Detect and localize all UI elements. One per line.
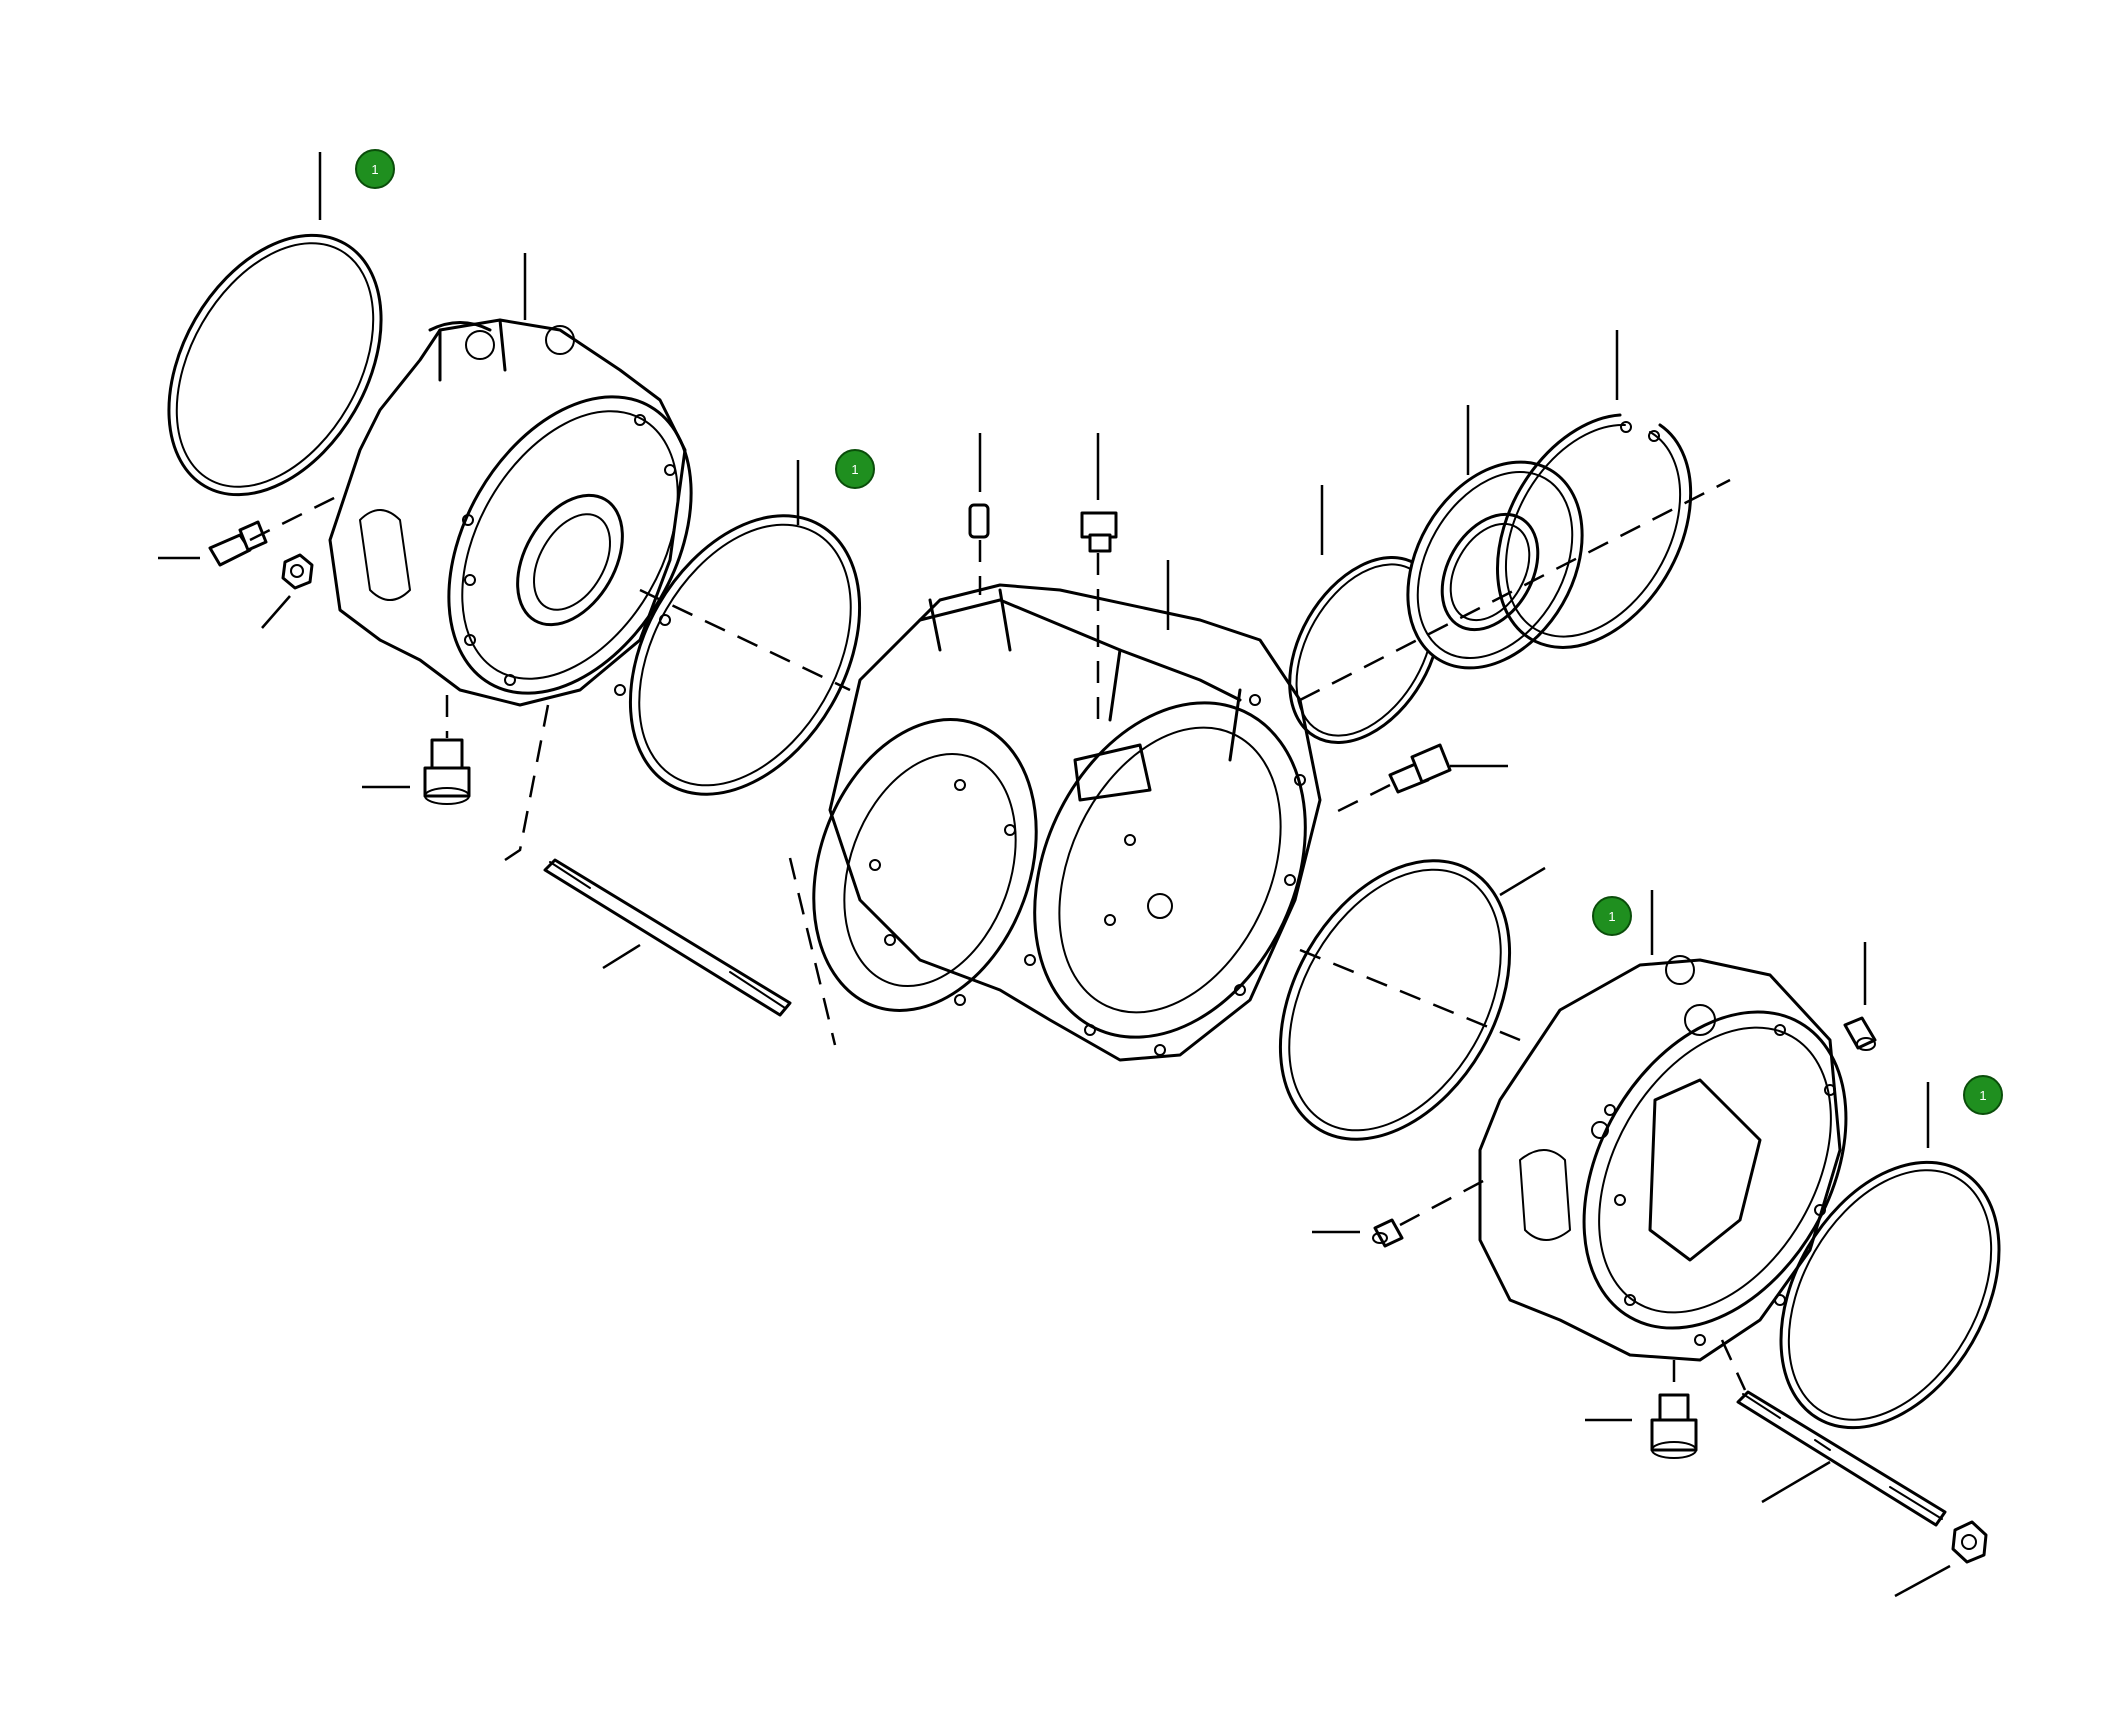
centerline <box>1399 1178 1486 1227</box>
bolt-fitting-left[interactable] <box>208 520 268 567</box>
o-ring-left[interactable] <box>125 198 424 532</box>
centerline <box>639 588 851 692</box>
dowel-pin[interactable] <box>968 503 990 539</box>
set-screw-left[interactable] <box>1372 1218 1404 1248</box>
o-ring-middle[interactable] <box>583 475 906 835</box>
centerline <box>1720 1339 1747 1391</box>
breather-fitting-right[interactable] <box>1388 743 1452 794</box>
callout-badge[interactable]: 1 <box>1963 1075 2003 1115</box>
leader-line <box>261 595 291 629</box>
centerline <box>249 493 341 542</box>
callout-badge[interactable]: 1 <box>355 149 395 189</box>
stud-bolt-right[interactable] <box>1736 1390 1947 1527</box>
breather-plug[interactable] <box>1080 511 1118 553</box>
stud-bolt-left[interactable] <box>543 858 792 1017</box>
callout-label: 1 <box>1979 1087 1987 1103</box>
callout-badge[interactable]: 1 <box>835 449 875 489</box>
callout-label: 1 <box>1608 908 1616 924</box>
callout-label: 1 <box>851 461 859 477</box>
centerline <box>1299 948 1521 1042</box>
centerline <box>788 857 837 1046</box>
o-ring-far-right[interactable] <box>1736 1124 2044 1467</box>
right-housing[interactable] <box>1478 955 1900 1375</box>
snap-ring[interactable] <box>1496 413 1693 649</box>
center-axle-housing[interactable] <box>775 583 1357 1081</box>
drain-plug-right[interactable] <box>1650 1393 1698 1459</box>
nut-left[interactable] <box>281 553 314 590</box>
leader-line <box>602 943 641 970</box>
drain-plug-left[interactable] <box>423 738 471 805</box>
leader-line <box>1761 1460 1831 1504</box>
centerline <box>1299 478 1731 702</box>
leader-line <box>1499 866 1546 897</box>
o-ring-lower-right[interactable] <box>1233 820 1556 1180</box>
left-housing[interactable] <box>328 318 741 736</box>
shaft-seal[interactable] <box>1372 431 1617 700</box>
set-screw-right[interactable] <box>1843 1016 1877 1051</box>
centerline <box>504 704 550 862</box>
leader-line <box>1894 1564 1951 1598</box>
callout-badge[interactable]: 1 <box>1592 896 1632 936</box>
centerline <box>1329 783 1391 817</box>
nut-right[interactable] <box>1951 1520 1988 1564</box>
callout-label: 1 <box>371 161 379 177</box>
